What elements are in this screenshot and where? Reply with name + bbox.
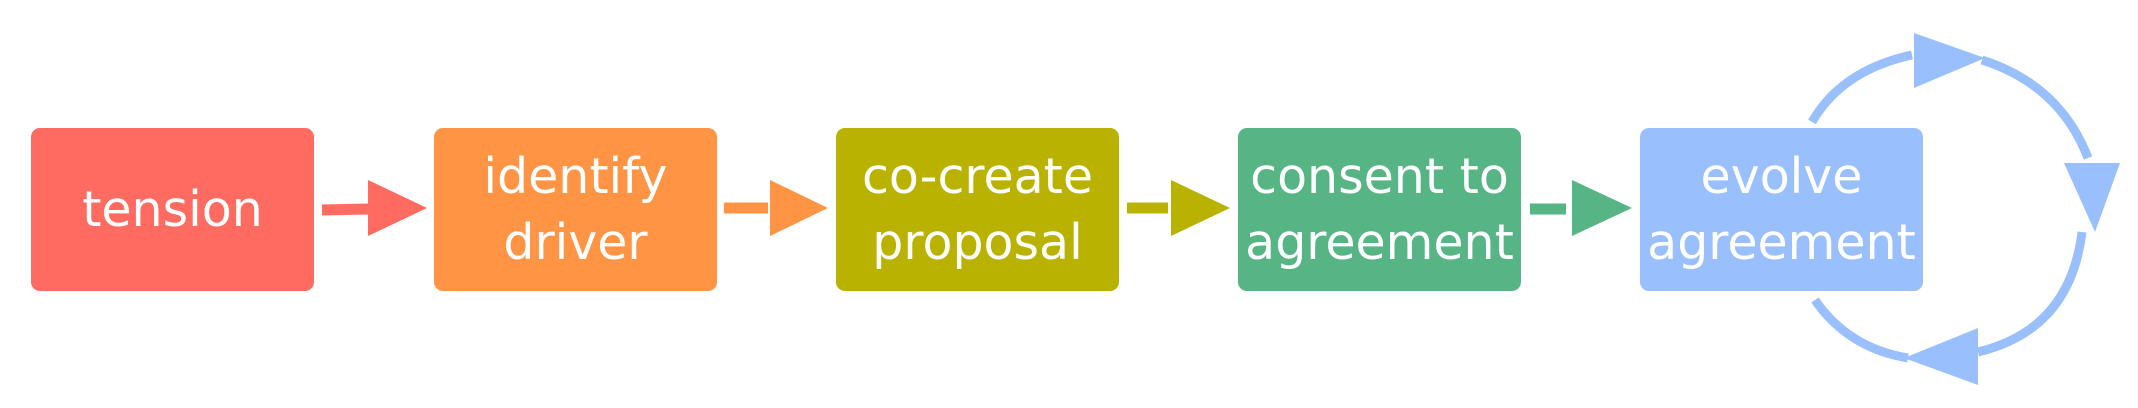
cycle-arrowhead-top [1914,33,1985,88]
step-evolve-agreement: evolve agreement [1640,128,1923,291]
step-evolve-agreement-label: evolve agreement [1647,147,1916,271]
connector-3-arrowhead [1171,180,1230,236]
cycle-arrows [1808,33,2120,385]
step-tension-label: tension [82,180,263,238]
step-co-create-proposal-label: co-create proposal [861,147,1094,271]
connector-consent-to-agreement-to-evolve-agreement [1530,180,1632,236]
step-tension: tension [31,128,314,291]
cycle-arc-top-right [1980,55,2093,160]
step-co-create-proposal: co-create proposal [836,128,1119,291]
step-consent-to-agreement: consent to agreement [1238,128,1521,291]
cycle-arrowhead-bottom [1904,328,1978,385]
connector-1-arrowhead [368,180,427,236]
cycle-arrowhead-right [2064,163,2120,232]
connector-2-arrowhead [770,180,828,236]
connector-co-create-proposal-to-consent-to-agreement [1127,180,1230,236]
step-identify-driver-label: identify driver [483,147,668,271]
connector-tension-to-identify-driver [321,180,427,236]
connector-1-shaft [321,203,370,216]
step-consent-to-agreement-label: consent to agreement [1245,147,1514,271]
cycle-arc-bottom-left [1811,297,1909,363]
cycle-arc-top-left [1808,50,1913,125]
step-identify-driver: identify driver [434,128,717,291]
cycle-arc-bottom-right [1976,231,2087,357]
connector-4-arrowhead [1572,180,1632,236]
connector-identify-driver-to-co-create-proposal [724,180,828,236]
